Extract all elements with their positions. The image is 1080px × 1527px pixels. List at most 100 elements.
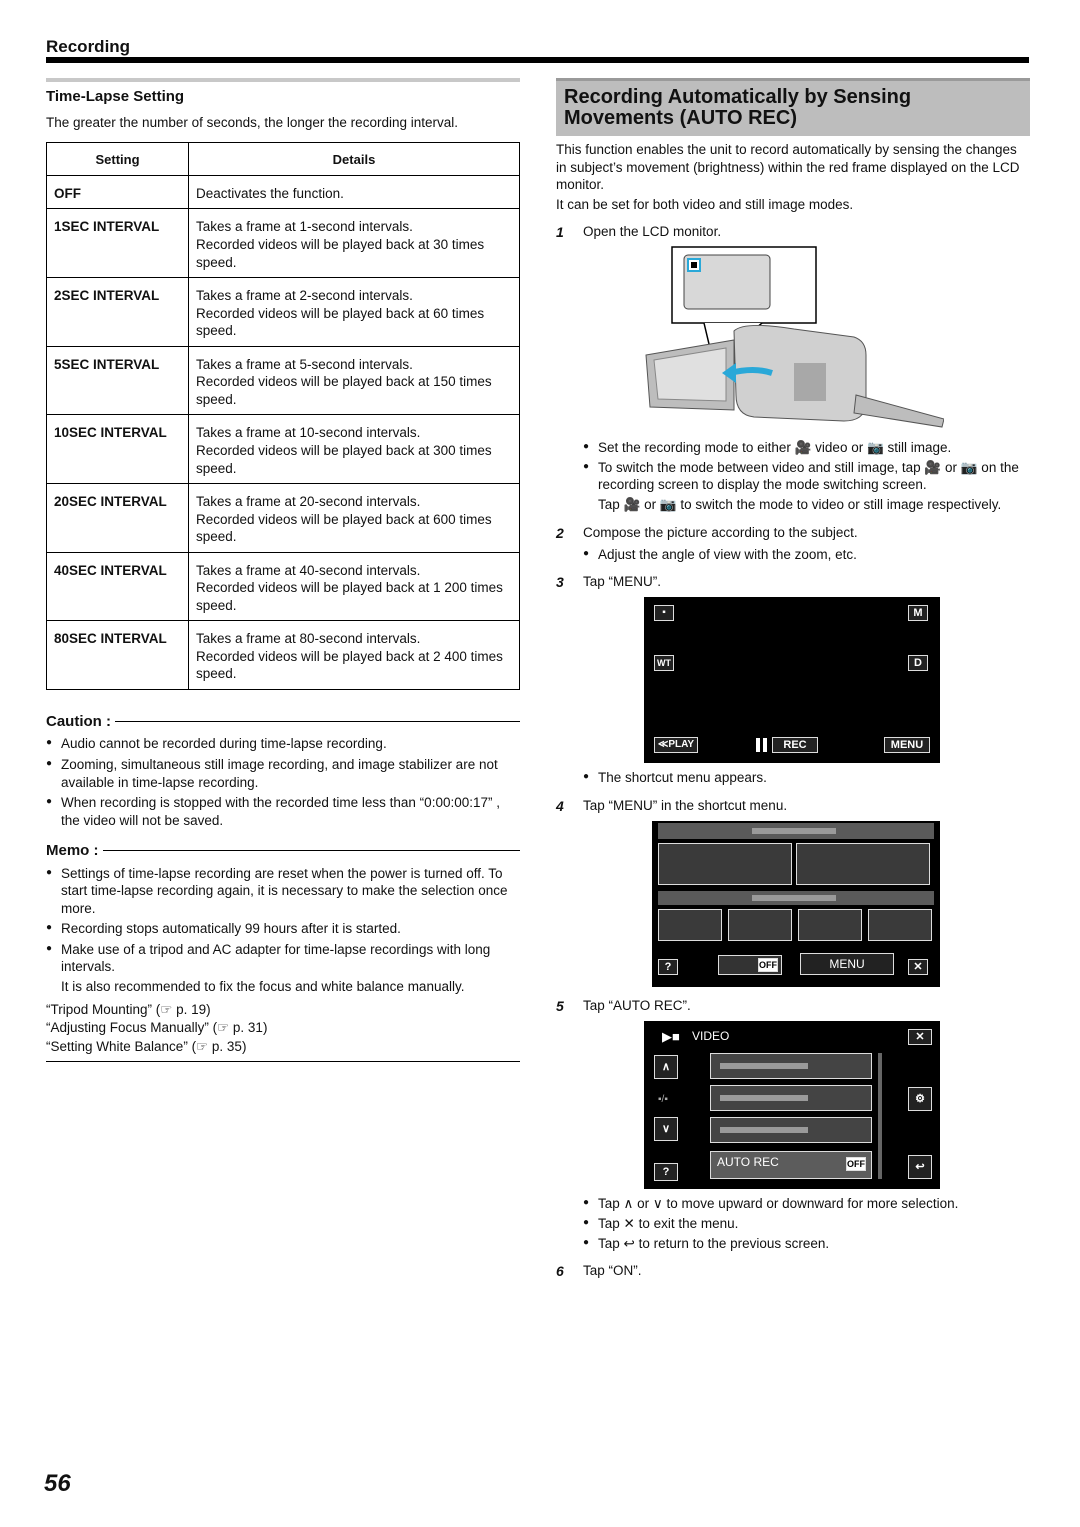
- gear-icon[interactable]: ⚙: [908, 1087, 932, 1112]
- details-text: Takes a frame at 2-second intervals.: [196, 288, 413, 304]
- auto-rec-para2: It can be set for both video and still i…: [556, 196, 854, 212]
- close-icon[interactable]: ✕: [908, 1029, 932, 1046]
- wt-button[interactable]: WT: [654, 655, 674, 672]
- menu-button[interactable]: MENU: [884, 737, 930, 754]
- scrollbar[interactable]: [878, 1053, 882, 1180]
- step3-details: The shortcut menu appears.: [556, 769, 1030, 787]
- caution-list: Audio cannot be recorded during time-lap…: [46, 735, 520, 829]
- ref-link-white-balance[interactable]: “Setting White Balance” (☞ p. 35): [46, 1038, 247, 1054]
- step-6: 6 Tap “ON”.: [556, 1262, 1030, 1280]
- step1-details: Set the recording mode to either 🎥 video…: [556, 439, 1030, 513]
- heading-rule: [46, 78, 520, 82]
- step-2: 2 Compose the picture according to the s…: [556, 524, 1030, 542]
- details-text: Recorded videos will be played back at 2…: [196, 648, 503, 682]
- help-button[interactable]: ?: [658, 959, 678, 976]
- list-item: Audio cannot be recorded during time-lap…: [46, 735, 520, 753]
- setting-cell: 10SEC INTERVAL: [46, 414, 189, 485]
- shortcut-tile[interactable]: [728, 909, 792, 942]
- shortcut-tile[interactable]: [796, 843, 930, 886]
- table-row: 80SEC INTERVAL Takes a frame at 80-secon…: [46, 620, 520, 690]
- auto-rec-menu-item[interactable]: AUTO REC: [710, 1151, 872, 1180]
- details-cell: Takes a frame at 20-second intervals.Rec…: [188, 483, 520, 553]
- m-button[interactable]: M: [908, 605, 928, 622]
- details-text: Recorded videos will be played back at 6…: [196, 511, 492, 545]
- d-button[interactable]: D: [908, 655, 928, 672]
- step-number: 1: [556, 224, 564, 241]
- details-cell: Takes a frame at 2-second intervals.Reco…: [188, 277, 520, 347]
- close-button[interactable]: ✕: [908, 959, 928, 976]
- time-lapse-table: Setting Details OFF Deactivates the func…: [46, 142, 520, 690]
- step-text: Tap “MENU” in the shortcut menu.: [583, 798, 788, 814]
- list-item: When recording is stopped with the recor…: [46, 794, 520, 829]
- camera-illustration: [556, 245, 1030, 435]
- step-1: 1 Open the LCD monitor.: [556, 223, 1030, 241]
- placeholder-text: [720, 1063, 808, 1070]
- auto-rec-title-line2: Movements (AUTO REC): [564, 107, 797, 129]
- setting-cell: 20SEC INTERVAL: [46, 483, 189, 553]
- step-number: 6: [556, 1263, 564, 1280]
- details-text: Takes a frame at 80-second intervals.: [196, 631, 421, 647]
- caution-header: Caution :: [46, 712, 520, 732]
- step5-details: Tap ∧ or ∨ to move upward or downward fo…: [556, 1195, 1030, 1252]
- help-button[interactable]: ?: [654, 1163, 678, 1182]
- step1-note: Tap 🎥 or 📷 to switch the mode to video o…: [598, 497, 1002, 513]
- page-indicator: ▪/▪: [658, 1094, 668, 1106]
- details-text: Recorded videos will be played back at 1…: [196, 580, 503, 613]
- step-5: 5 Tap “AUTO REC”.: [556, 997, 1030, 1015]
- memo-rule: [102, 850, 520, 852]
- video-camera-icon: ▶■: [662, 1029, 680, 1045]
- details-text: Takes a frame at 40-second intervals.: [196, 562, 421, 578]
- right-column: Recording Automatically by Sensing Movem…: [556, 78, 1030, 1280]
- return-icon[interactable]: ↩: [908, 1155, 932, 1180]
- details-cell: Takes a frame at 40-second intervals. Rec…: [188, 551, 520, 622]
- table-row: 2SEC INTERVAL Takes a frame at 2-second …: [46, 277, 520, 347]
- pause-icon: [756, 738, 760, 753]
- step-text: Tap “ON”.: [583, 1263, 642, 1279]
- menu-button[interactable]: MENU: [800, 953, 894, 976]
- placeholder-text: [752, 895, 836, 902]
- details-text: Takes a frame at 1-second intervals.: [196, 219, 413, 235]
- list-item: Tap ↩ to return to the previous screen.: [583, 1235, 1030, 1253]
- header-rule: [46, 57, 1029, 63]
- shortcut-tile[interactable]: [658, 843, 792, 886]
- setting-cell: 5SEC INTERVAL: [46, 345, 189, 416]
- placeholder-text: [720, 1127, 808, 1134]
- ref-link-tripod[interactable]: “Tripod Mounting” (☞ p. 19): [46, 1001, 211, 1017]
- video-menu-screen: ▶■ VIDEO ✕ ∧ ▪/▪ ∨ ? AUTO REC OFF ⚙ ↩: [644, 1021, 940, 1190]
- details-text: Takes a frame at 5-second intervals.: [196, 356, 413, 372]
- time-lapse-intro: The greater the number of seconds, the l…: [46, 114, 458, 130]
- chevron-up-icon[interactable]: ∧: [654, 1055, 678, 1080]
- auto-rec-para1: This function enables the unit to record…: [556, 142, 1020, 193]
- memo-label: Memo :: [46, 842, 99, 860]
- ref-link-focus[interactable]: “Adjusting Focus Manually” (☞ p. 31): [46, 1020, 268, 1036]
- shortcut-tile[interactable]: [798, 909, 862, 942]
- memo-note: It is also recommended to fix the focus …: [61, 978, 465, 994]
- details-cell: Takes a frame at 10-second intervals.Rec…: [188, 414, 520, 485]
- details-text: Recorded videos will be played back at 3…: [196, 237, 485, 270]
- step-3: 3 Tap “MENU”.: [556, 573, 1030, 591]
- chevron-down-icon[interactable]: ∨: [654, 1117, 678, 1142]
- setting-cell: 40SEC INTERVAL: [46, 551, 189, 622]
- video-mode-icon[interactable]: ▪: [654, 605, 674, 622]
- auto-rec-label: AUTO REC: [717, 1155, 779, 1170]
- table-row: 10SEC INTERVAL Takes a frame at 10-secon…: [46, 414, 520, 485]
- list-item: Recording stops automatically 99 hours a…: [46, 920, 520, 938]
- setting-cell: 80SEC INTERVAL: [46, 620, 189, 690]
- shortcut-tile[interactable]: [658, 909, 722, 942]
- section-header: Recording: [46, 37, 131, 56]
- details-text: Deactivates the function.: [196, 185, 344, 201]
- shortcut-menu-screen: ? OFF MENU ✕: [652, 821, 940, 988]
- table-header-row: Setting Details: [46, 142, 520, 176]
- details-cell: Deactivates the function.: [188, 174, 520, 210]
- time-lapse-heading: Time-Lapse Setting: [46, 88, 185, 105]
- list-item: Settings of time-lapse recording are res…: [46, 865, 520, 918]
- table-row: OFF Deactivates the function.: [46, 174, 520, 210]
- step-number: 3: [556, 574, 564, 591]
- left-column: Time-Lapse Setting The greater the numbe…: [46, 78, 520, 1063]
- details-text: Takes a frame at 20-second intervals.: [196, 494, 421, 510]
- list-item: Zooming, simultaneous still image record…: [46, 756, 520, 791]
- rec-button[interactable]: REC: [772, 737, 818, 754]
- play-button[interactable]: ≪PLAY: [654, 737, 698, 754]
- shortcut-tile[interactable]: [868, 909, 932, 942]
- list-item: Adjust the angle of view with the zoom, …: [583, 546, 1030, 564]
